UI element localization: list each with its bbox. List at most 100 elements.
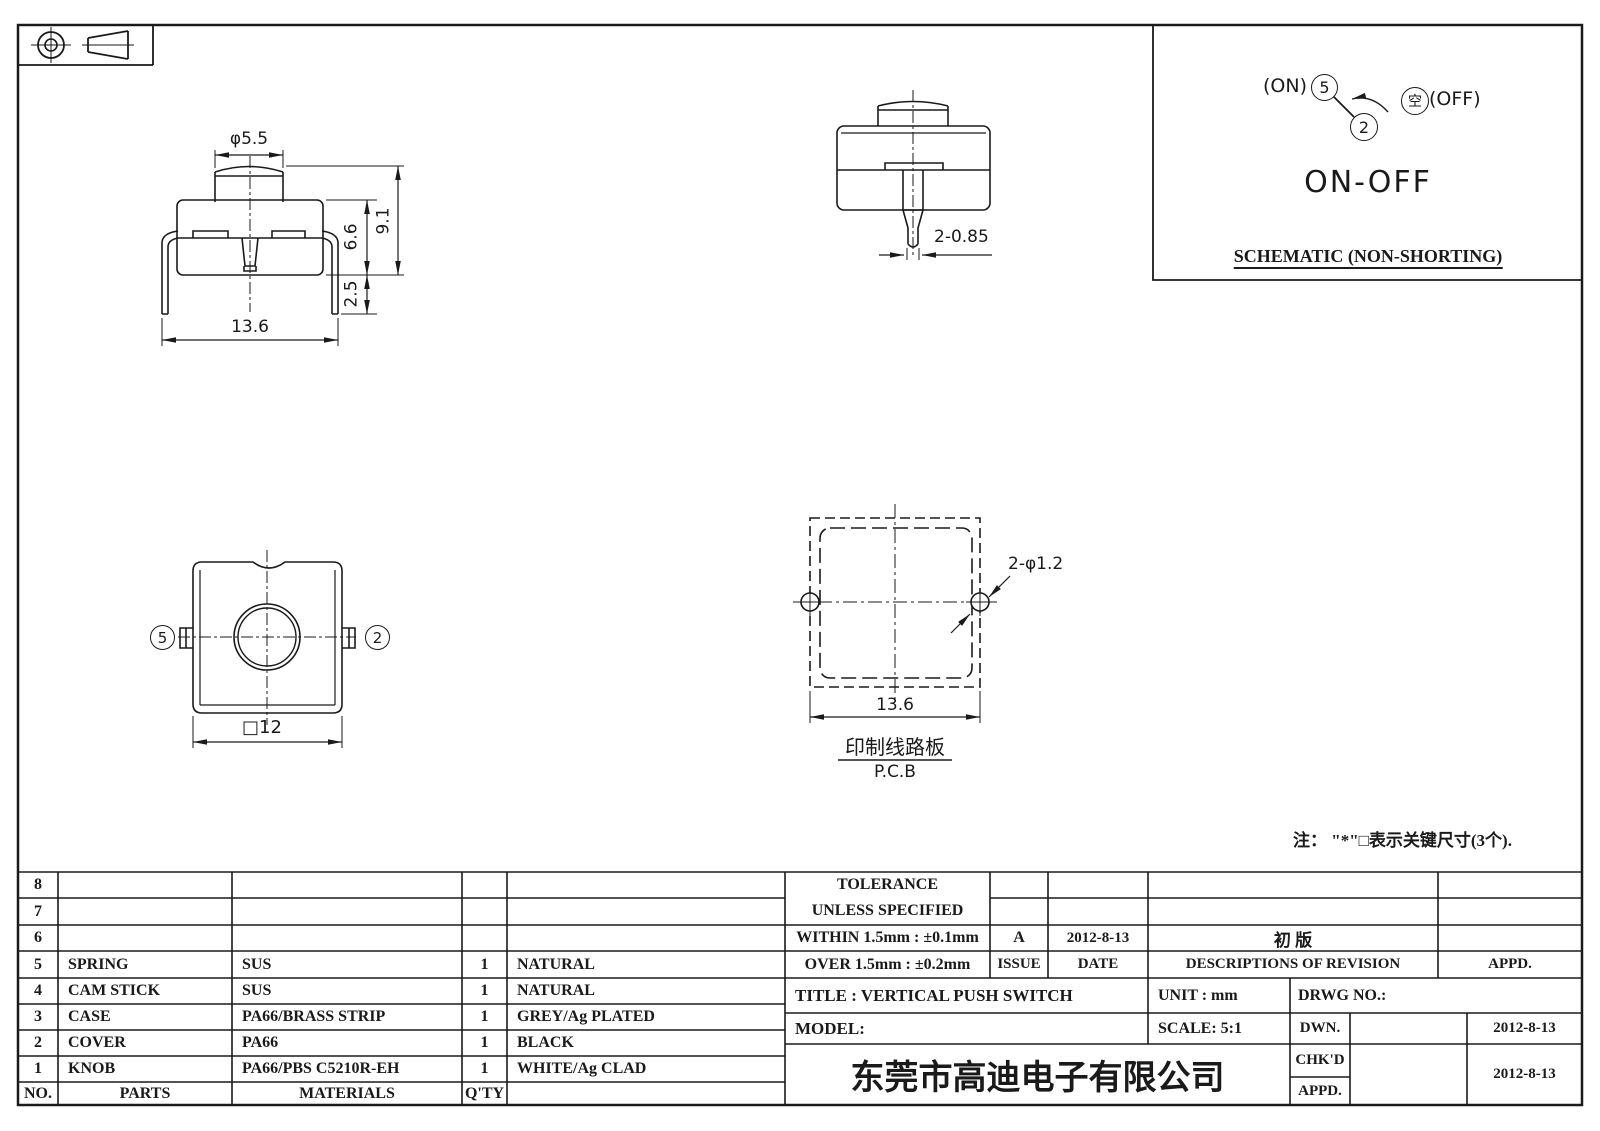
company-name: 东莞市高迪电子有限公司 <box>785 1044 1290 1105</box>
key-dimension-note: 注： "*"□表示关键尺寸(3个). <box>1293 831 1512 850</box>
title-text: TITLE : VERTICAL PUSH SWITCH <box>795 985 1073 1005</box>
color-case: GREY/Ag PLATED <box>517 1008 655 1025</box>
tolerance-subtitle-text: UNLESS SPECIFIED <box>811 902 964 919</box>
parts-no-3: 3 <box>34 1008 42 1025</box>
unit-text: UNIT : mm <box>1158 986 1238 1004</box>
parts-name-knob: KNOB <box>68 1060 116 1077</box>
drwg-no-field: DRWG NO.: <box>1298 978 1578 1013</box>
model-text: MODEL: <box>795 1018 865 1038</box>
revision-description-text: 初 版 <box>1273 930 1313 950</box>
qty-case: 1 <box>480 1008 489 1025</box>
projection-symbol-icon <box>31 27 134 63</box>
schematic-terminal-2-badge: 2 <box>1350 113 1378 141</box>
side-view-linework <box>836 90 992 260</box>
dwn-text: DWN. <box>1299 1020 1341 1036</box>
revision-header-date: DATE <box>1048 951 1148 978</box>
parts-header-materials: MATERIALS <box>232 1082 462 1105</box>
title-field: TITLE : VERTICAL PUSH SWITCH <box>795 978 1145 1013</box>
scale-field: SCALE: 5:1 <box>1158 1013 1288 1044</box>
parts-no-8: 8 <box>34 876 42 893</box>
parts-name: COVER <box>68 1030 228 1056</box>
chkd-text: CHK'D <box>1295 1052 1345 1068</box>
pcb-hole-dim: 2-φ1.2 <box>1008 554 1064 574</box>
dwn-date: 2012-8-13 <box>1467 1013 1582 1044</box>
pcb-caption-en: P.C.B <box>874 762 916 782</box>
parts-row-no: 2 <box>18 1030 58 1056</box>
dwn-date-text: 2012-8-13 <box>1493 1020 1556 1036</box>
schematic-terminal-5-badge: 5 <box>1311 74 1338 101</box>
revision-date-text: 2012-8-13 <box>1066 929 1130 946</box>
schematic-mode-label: ON-OFF <box>1304 165 1432 200</box>
parts-row-no: 1 <box>18 1056 58 1082</box>
parts-row-no: 3 <box>18 1004 58 1030</box>
parts-color: GREY/Ag PLATED <box>517 1004 777 1030</box>
parts-no-6: 6 <box>34 929 42 946</box>
parts-row-no: 6 <box>18 925 58 951</box>
table-grid <box>18 871 1582 1105</box>
schematic-linework <box>1332 92 1389 118</box>
revision-date-value: 2012-8-13 <box>1048 925 1148 951</box>
schematic-empty-symbol: 空 <box>1408 94 1422 110</box>
revision-appd-header: APPD. <box>1488 956 1532 972</box>
revision-description-header: DESCRIPTIONS OF REVISION <box>1185 956 1401 972</box>
material-cam-stick: SUS <box>242 982 272 999</box>
material-spring: SUS <box>242 955 272 973</box>
tolerance-title-text: TOLERANCE <box>836 876 939 893</box>
revision-header-description: DESCRIPTIONS OF REVISION <box>1148 951 1438 978</box>
parts-name: CAM STICK <box>68 978 228 1004</box>
front-body-height-dim: 6.6 <box>341 223 362 251</box>
parts-row-no: 8 <box>18 872 58 898</box>
material-knob: PA66/PBS C5210R-EH <box>242 1060 400 1077</box>
color-knob: WHITE/Ag CLAD <box>517 1060 647 1077</box>
tolerance-within: WITHIN 1.5mm : ±0.1mm <box>785 925 990 951</box>
top-terminal-2: 2 <box>372 628 383 647</box>
parts-material: PA66 <box>242 1030 458 1056</box>
color-spring: NATURAL <box>517 955 595 973</box>
parts-qty: 1 <box>462 1004 507 1030</box>
top-terminal-5: 5 <box>157 628 168 647</box>
side-pin-dim-label: 2-0.85 <box>934 227 989 247</box>
parts-no-2: 2 <box>34 1034 42 1051</box>
qty-spring: 1 <box>480 955 489 973</box>
top-view-linework <box>178 550 356 748</box>
front-dia-dim: φ5.5 <box>229 129 269 149</box>
revision-date-header: DATE <box>1077 956 1119 972</box>
parts-color: WHITE/Ag CLAD <box>517 1056 777 1082</box>
parts-no-1: 1 <box>34 1060 42 1077</box>
parts-qty: 1 <box>462 978 507 1004</box>
parts-row-no: 5 <box>18 951 58 978</box>
top-width-dim: □12 <box>242 717 282 738</box>
revision-issue-value: A <box>990 925 1048 951</box>
parts-material: SUS <box>242 951 458 978</box>
tolerance-subtitle: UNLESS SPECIFIED <box>785 897 990 925</box>
footer-no: NO. <box>24 1084 52 1102</box>
chkd-label: CHK'D <box>1290 1044 1350 1077</box>
footer-materials: MATERIALS <box>299 1084 395 1102</box>
material-case: PA66/BRASS STRIP <box>242 1008 386 1025</box>
qty-cover: 1 <box>480 1034 489 1051</box>
parts-name-spring: SPRING <box>68 955 129 973</box>
appd-label: APPD. <box>1290 1077 1350 1105</box>
chkd-date-text: 2012-8-13 <box>1493 1066 1556 1082</box>
revision-issue-a: A <box>1013 929 1025 946</box>
parts-qty: 1 <box>462 1030 507 1056</box>
parts-row-no: 7 <box>18 898 58 925</box>
pcb-view-linework <box>793 504 1011 761</box>
front-width-dim: 13.6 <box>231 317 269 337</box>
dwn-label: DWN. <box>1290 1013 1350 1044</box>
parts-no-7: 7 <box>34 902 42 920</box>
pcb-width-dim: 13.6 <box>876 695 914 715</box>
parts-qty: 1 <box>462 951 507 978</box>
parts-material: SUS <box>242 978 458 1004</box>
color-cam-stick: NATURAL <box>517 982 595 999</box>
pcb-caption-cn: 印制线路板 <box>845 735 945 759</box>
parts-header-no: NO. <box>18 1082 58 1105</box>
top-terminal-2-badge: 2 <box>365 625 390 650</box>
unit-field: UNIT : mm <box>1158 978 1288 1013</box>
front-leg-dim: 2.5 <box>341 280 362 308</box>
schematic-terminal-5: 5 <box>1319 78 1330 97</box>
tolerance-within-text: WITHIN 1.5mm : ±0.1mm <box>796 929 979 946</box>
revision-description-value: 初 版 <box>1148 925 1438 951</box>
